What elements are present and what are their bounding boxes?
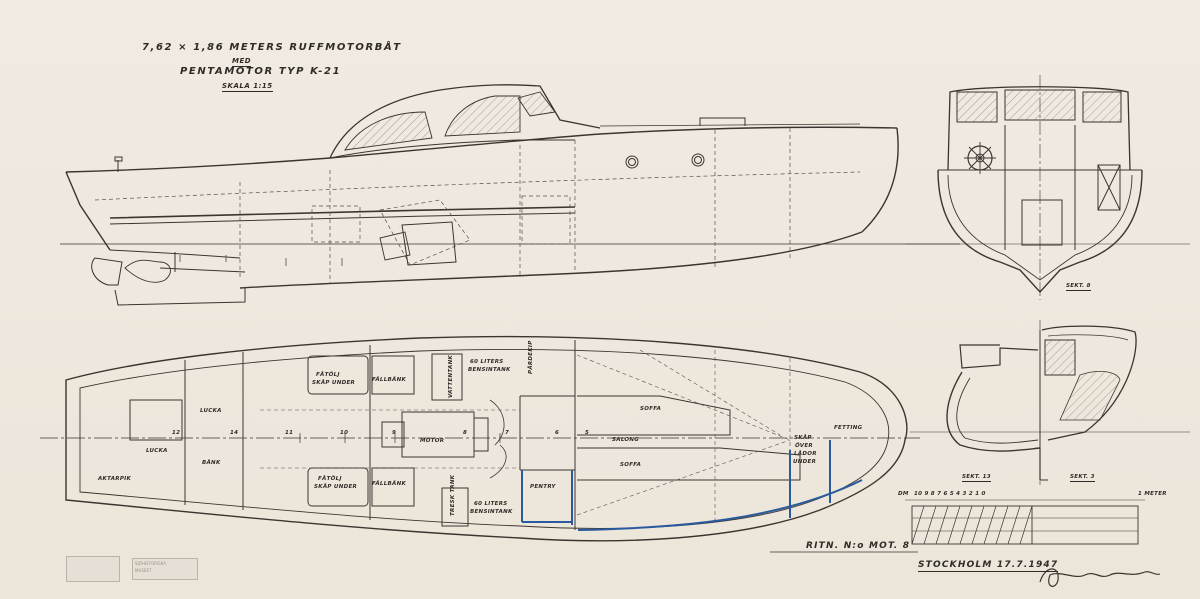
label-skap-2: ÖVER bbox=[795, 443, 813, 449]
label-salong: SALONG bbox=[612, 437, 640, 443]
label-pentry: PENTRY bbox=[530, 484, 556, 490]
label-fallbank-top: FÄLLBÄNK bbox=[372, 377, 407, 383]
label-fatolj-top: FÅTÖLJ bbox=[316, 372, 340, 378]
label-fatolj-bottom: FÅTÖLJ bbox=[318, 476, 342, 482]
scale-bar-ticks: 10 9 8 7 6 5 4 3 2 1 0 bbox=[914, 491, 986, 497]
label-soffa-bottom: SOFFA bbox=[620, 462, 642, 468]
label-lucka-top: LUCKA bbox=[200, 408, 222, 414]
drawing-number: RITN. N:o MOT. 8 bbox=[806, 541, 911, 551]
label-fallbank-bottom: FÄLLBÄNK bbox=[372, 481, 407, 487]
label-sekt-13: SEKT. 13 bbox=[962, 474, 991, 482]
label-tank-vertical: VATTENTANK bbox=[448, 354, 454, 398]
frame-number: 6 bbox=[555, 430, 560, 436]
engine-subtitle: PENTAMOTOR TYP K-21 bbox=[180, 66, 342, 77]
deck-plan-view bbox=[40, 335, 920, 542]
side-profile-view bbox=[60, 84, 960, 306]
archive-stamp bbox=[66, 556, 120, 582]
drawing-title: 7,62 × 1,86 METERS RUFFMOTORBÅT bbox=[142, 42, 402, 53]
frame-number: 8 bbox=[463, 430, 468, 436]
title-med: MED bbox=[232, 57, 252, 67]
stamp-text-b: MUSEET bbox=[135, 568, 152, 573]
scale-bar-end: 1 METER bbox=[1138, 491, 1167, 497]
label-motor: MOTOR bbox=[420, 438, 445, 444]
scale-note: SKALA 1:15 bbox=[222, 82, 273, 92]
frame-number: 12 bbox=[172, 430, 181, 436]
frame-number: 11 bbox=[285, 430, 294, 436]
label-pardekip: PÅRDEKIP bbox=[528, 340, 534, 374]
label-skap-3: LÅDOR bbox=[794, 451, 817, 457]
label-skap-4: UNDER bbox=[793, 459, 817, 465]
signature bbox=[1039, 568, 1161, 587]
frame-number: 14 bbox=[230, 430, 239, 436]
label-tresk-tank: TRESK TANK bbox=[450, 474, 456, 516]
place-date: STOCKHOLM 17.7.1947 bbox=[918, 560, 1059, 572]
frame-number: 9 bbox=[392, 430, 397, 436]
label-sekt-8: SEKT. 8 bbox=[1066, 283, 1091, 291]
label-tank-bottom-1: 60 LITERS bbox=[474, 501, 508, 507]
frame-number: 10 bbox=[340, 430, 349, 436]
scale-bar-prefix: DM bbox=[898, 491, 909, 497]
frame-number: 7 bbox=[505, 430, 510, 436]
label-soffa-top: SOFFA bbox=[640, 406, 662, 412]
label-fetting: FETTING bbox=[834, 425, 863, 431]
frame-number: 5 bbox=[585, 430, 590, 436]
label-skap-under-bottom: SKÅP UNDER bbox=[314, 484, 358, 490]
stamp-text-a: SJÖHISTORISKA bbox=[135, 561, 166, 566]
label-bank: BÄNK bbox=[202, 460, 221, 466]
label-skap-under-top: SKÅP UNDER bbox=[312, 380, 356, 386]
archive-stamp-museum: SJÖHISTORISKA MUSEET bbox=[132, 558, 198, 580]
label-tank-top-2: BENSINTANK bbox=[468, 367, 511, 373]
label-sekt-3: SEKT. 3 bbox=[1070, 474, 1095, 482]
scale-bar bbox=[905, 499, 1145, 545]
section-13-and-3-view bbox=[910, 320, 1190, 485]
label-tank-top-1: 60 LITERS bbox=[470, 359, 504, 365]
label-skap-1: SKÅP bbox=[794, 435, 812, 441]
section-8-view bbox=[905, 75, 1190, 300]
label-tank-bottom-2: BENSINTANK bbox=[470, 509, 513, 515]
label-lucka: LUCKA bbox=[146, 448, 168, 454]
label-aktarpik: AKTARPIK bbox=[98, 476, 132, 482]
